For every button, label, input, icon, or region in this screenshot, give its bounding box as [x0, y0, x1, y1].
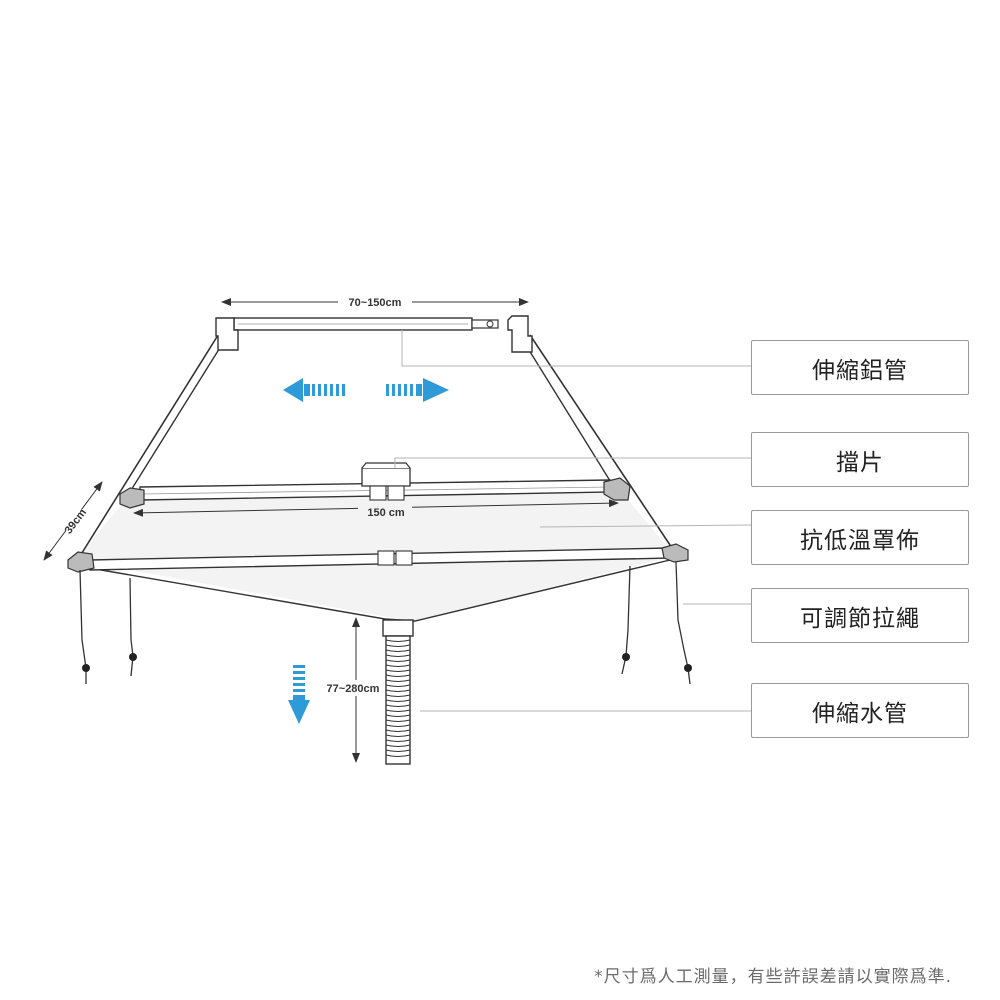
adjustable-rope-left-inner	[129, 577, 137, 677]
measurement-footnote: *尺寸爲人工測量，有些許誤差請以實際爲準.	[594, 967, 952, 987]
hose-rib	[385, 724, 411, 727]
hose-rib	[385, 639, 411, 642]
right-support-rope-inner	[523, 341, 613, 485]
left-support-rope	[79, 331, 221, 557]
hose-rib	[385, 754, 411, 757]
label-baffle: 擋片	[751, 432, 969, 487]
leader-aluminum-tube	[401, 330, 751, 367]
top-aluminum-tube	[233, 317, 499, 331]
front-left-joint	[67, 551, 95, 573]
leader-cover-cloth	[539, 524, 752, 528]
adjustable-rope-right-outer	[675, 561, 692, 685]
hose-rib	[385, 739, 411, 742]
slide-left-arrow	[283, 378, 345, 402]
top-span-label: 70~150cm	[349, 297, 402, 309]
hose-rib	[385, 744, 411, 747]
water-hose	[382, 619, 414, 765]
hose-rib	[385, 674, 411, 677]
hose-rib	[385, 694, 411, 697]
extend-down-arrow	[288, 665, 310, 724]
label-adjustable-rope: 可調節拉繩	[751, 588, 969, 643]
top-left-bracket	[215, 317, 239, 351]
top-right-bracket	[507, 315, 533, 353]
label-aluminum-tube: 伸縮鋁管	[751, 340, 969, 395]
hose-rib	[385, 689, 411, 692]
label-water-hose: 伸縮水管	[751, 683, 969, 738]
hose-rib	[385, 749, 411, 752]
hose-rib	[385, 729, 411, 732]
hose-rib	[385, 704, 411, 707]
label-cover-cloth: 抗低溫罩佈	[751, 510, 969, 565]
hose-rib	[385, 664, 411, 667]
adjustable-rope-left-outer	[79, 569, 90, 684]
mid-span-label: 150 cm	[367, 507, 405, 519]
hose-rib	[385, 679, 411, 682]
hose-rib	[385, 709, 411, 712]
adjustable-rope-right-inner	[621, 565, 631, 675]
hose-rib	[385, 734, 411, 737]
slide-right-arrow	[386, 378, 449, 402]
hose-rib	[385, 649, 411, 652]
middle-left-joint	[119, 487, 145, 509]
hose-rib	[385, 644, 411, 647]
hose-length-label: 77~280cm	[327, 683, 380, 695]
baffle	[361, 462, 411, 501]
front-right-joint	[661, 543, 689, 563]
middle-right-joint	[603, 477, 631, 501]
hose-rib	[385, 684, 411, 687]
hose-rib	[385, 659, 411, 662]
hose-rib	[385, 669, 411, 672]
left-support-rope-inner	[127, 337, 227, 496]
hose-rib	[385, 719, 411, 722]
hose-rib	[385, 654, 411, 657]
hose-rib	[385, 714, 411, 717]
right-support-rope	[529, 334, 673, 549]
leader-baffle	[394, 457, 751, 468]
hose-rib	[385, 699, 411, 702]
